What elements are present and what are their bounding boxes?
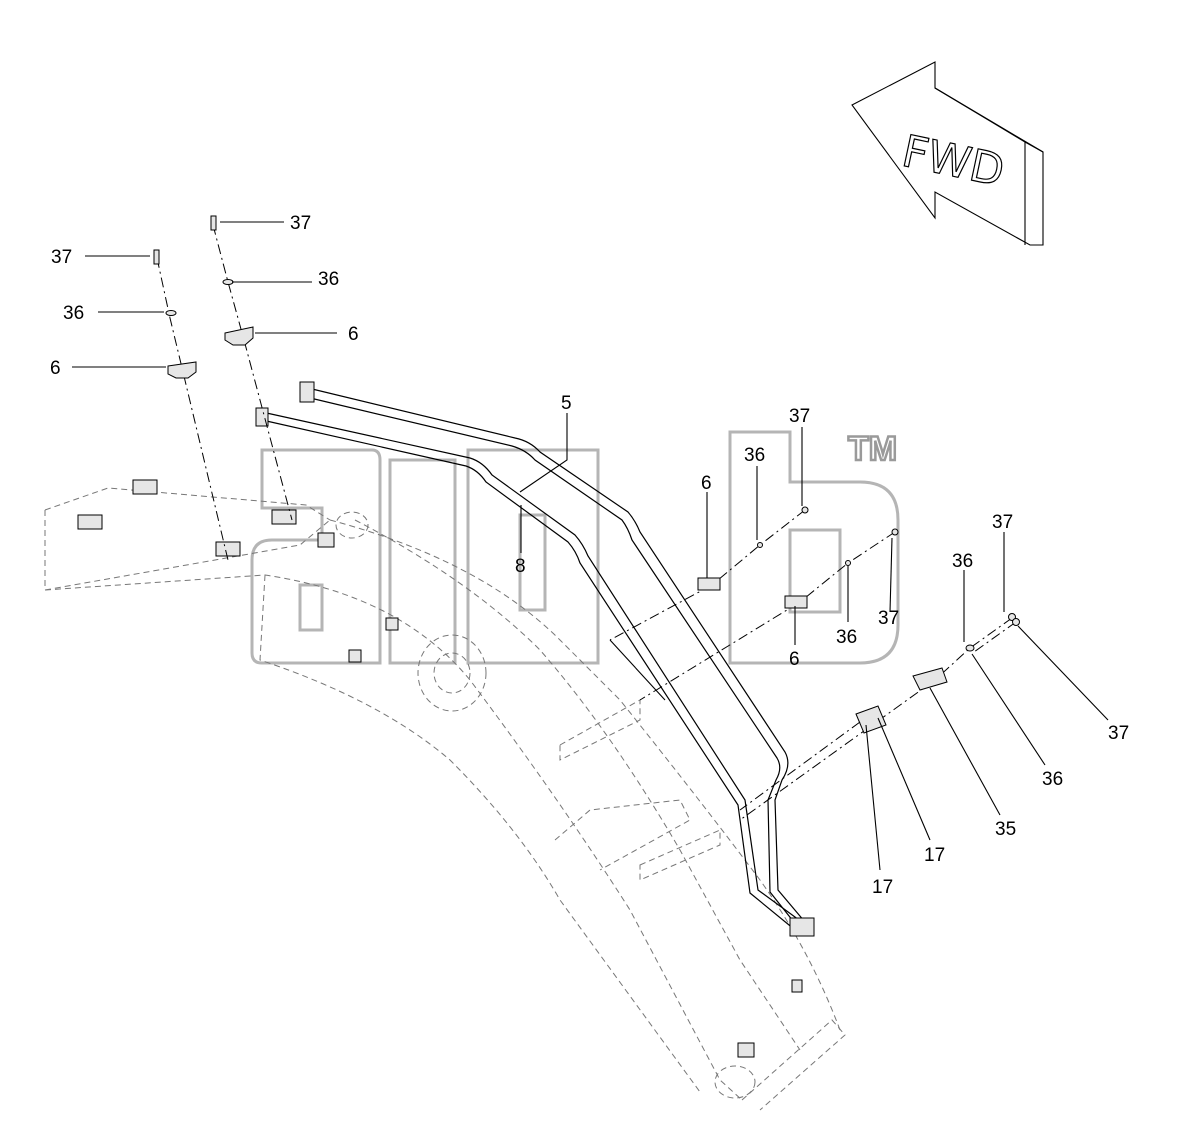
clamp-assembly-middle bbox=[210, 215, 293, 521]
fwd-label: FWD bbox=[898, 126, 1009, 197]
callout-37: 37 bbox=[878, 608, 899, 629]
clamp-assembly-center-right bbox=[609, 506, 899, 701]
leader-lines bbox=[72, 221, 1109, 871]
callout-6: 6 bbox=[701, 473, 712, 494]
clamp-assembly-left bbox=[153, 249, 229, 561]
boom-outline bbox=[44, 479, 846, 1111]
clamp-assembly-right bbox=[739, 613, 1020, 821]
callout-36: 36 bbox=[744, 445, 765, 466]
pipe-item-5 bbox=[299, 381, 806, 927]
callout-36: 36 bbox=[1042, 769, 1063, 790]
trademark-mark: TM bbox=[848, 430, 897, 468]
pipe-item-8 bbox=[255, 407, 815, 937]
callout-17: 17 bbox=[872, 877, 893, 898]
callout-17: 17 bbox=[924, 845, 945, 866]
fwd-direction-arrow: FWD bbox=[851, 61, 1044, 246]
callout-35: 35 bbox=[995, 819, 1016, 840]
callout-37: 37 bbox=[992, 512, 1013, 533]
callout-6: 6 bbox=[789, 649, 800, 670]
callout-36: 36 bbox=[836, 627, 857, 648]
watermark: TM bbox=[250, 429, 900, 665]
callout-6: 6 bbox=[50, 358, 61, 379]
callout-37: 37 bbox=[51, 247, 72, 268]
callout-36: 36 bbox=[952, 551, 973, 572]
callout-36: 36 bbox=[63, 303, 84, 324]
callout-36: 36 bbox=[318, 269, 339, 290]
callout-5: 5 bbox=[561, 393, 572, 414]
callout-labels: 37 36 6 37 36 6 5 8 37 36 6 37 36 6 37 3… bbox=[50, 213, 1129, 898]
callout-37: 37 bbox=[789, 406, 810, 427]
callout-37: 37 bbox=[290, 213, 311, 234]
callout-37: 37 bbox=[1108, 723, 1129, 744]
callout-8: 8 bbox=[515, 556, 526, 577]
callout-6: 6 bbox=[348, 324, 359, 345]
